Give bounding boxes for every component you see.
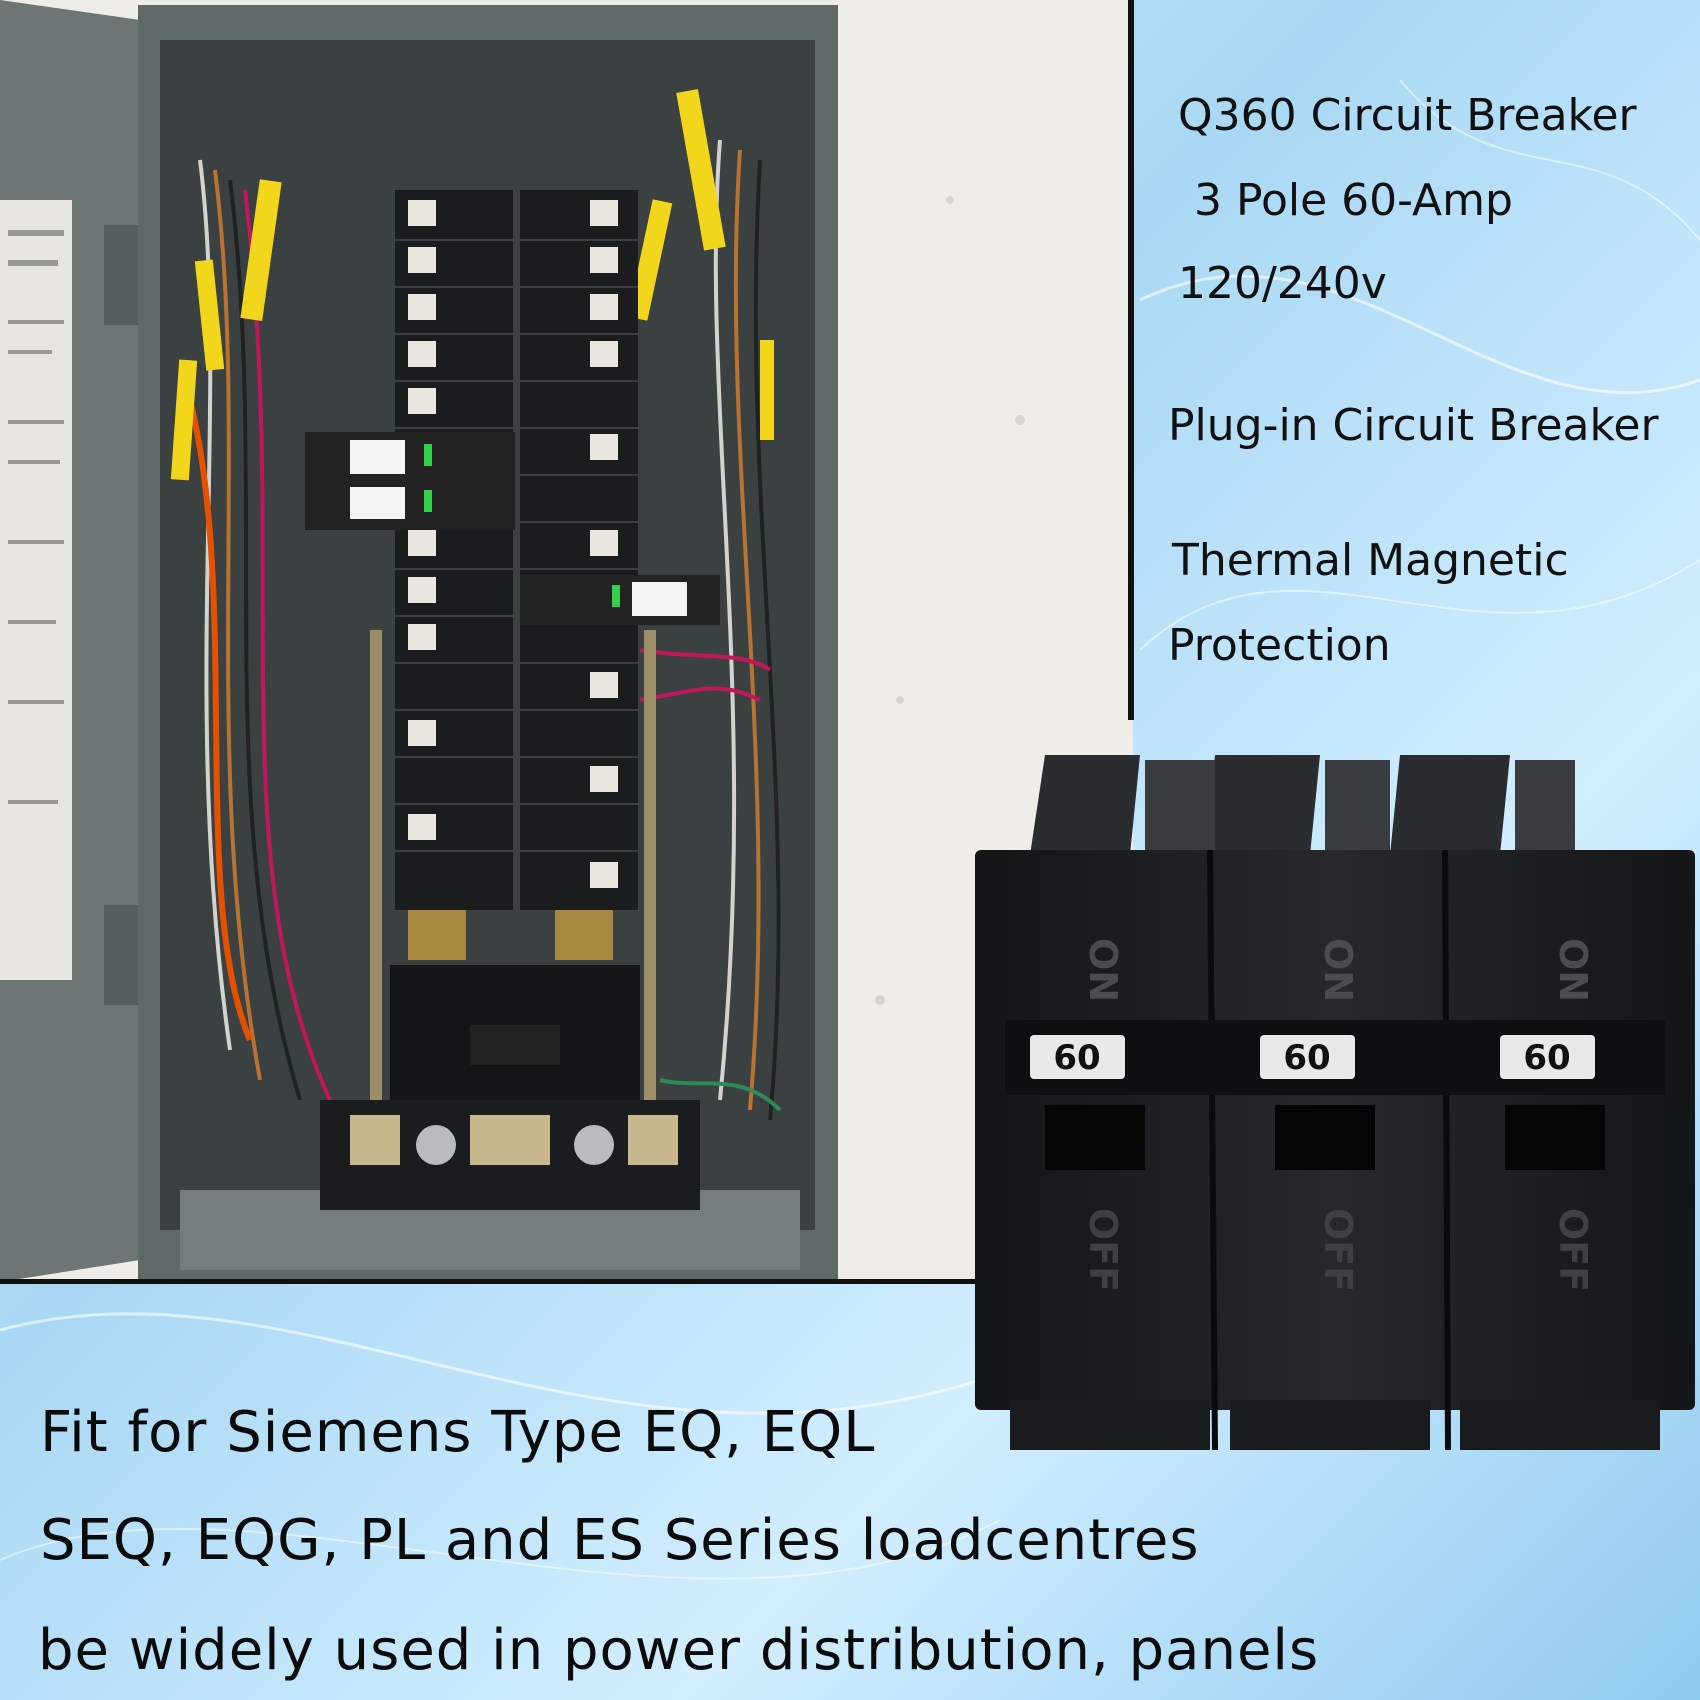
spec-protection-2: Protection [1168, 620, 1391, 671]
rating-labels [1030, 1035, 1595, 1079]
off-label-3: OFF [1551, 1208, 1595, 1292]
rating-label-2: 60 [1283, 1038, 1330, 1078]
spec-voltage: 120/240v [1178, 258, 1387, 309]
on-label-2: ON [1316, 938, 1360, 1002]
electrical-panel-illustration [0, 0, 1066, 1282]
photo-border-right [1128, 0, 1134, 720]
off-label-1: OFF [1081, 1208, 1125, 1292]
compat-line-1: Fit for Siemens Type EQ, EQL [40, 1400, 876, 1465]
rating-label-1: 60 [1053, 1038, 1100, 1078]
compat-line-2: SEQ, EQG, PL and ES Series loadcentres [40, 1508, 1200, 1573]
usage-line: be widely used in power distribution, pa… [38, 1618, 1320, 1683]
breaker-product-image: 60 60 60 ON ON ON OFF OFF OFF [975, 755, 1695, 1451]
spec-type: Plug-in Circuit Breaker [1168, 400, 1659, 451]
spec-protection-1: Thermal Magnetic [1172, 535, 1569, 586]
on-label-3: ON [1551, 938, 1595, 1002]
rating-label-3: 60 [1523, 1038, 1570, 1078]
spec-model: Q360 Circuit Breaker [1178, 90, 1637, 141]
on-label-1: ON [1081, 938, 1125, 1002]
panel-photo [0, 0, 1133, 1282]
off-label-2: OFF [1316, 1208, 1360, 1292]
photo-border-bottom [0, 1279, 1000, 1284]
spec-poles-amps: 3 Pole 60-Amp [1194, 175, 1513, 226]
